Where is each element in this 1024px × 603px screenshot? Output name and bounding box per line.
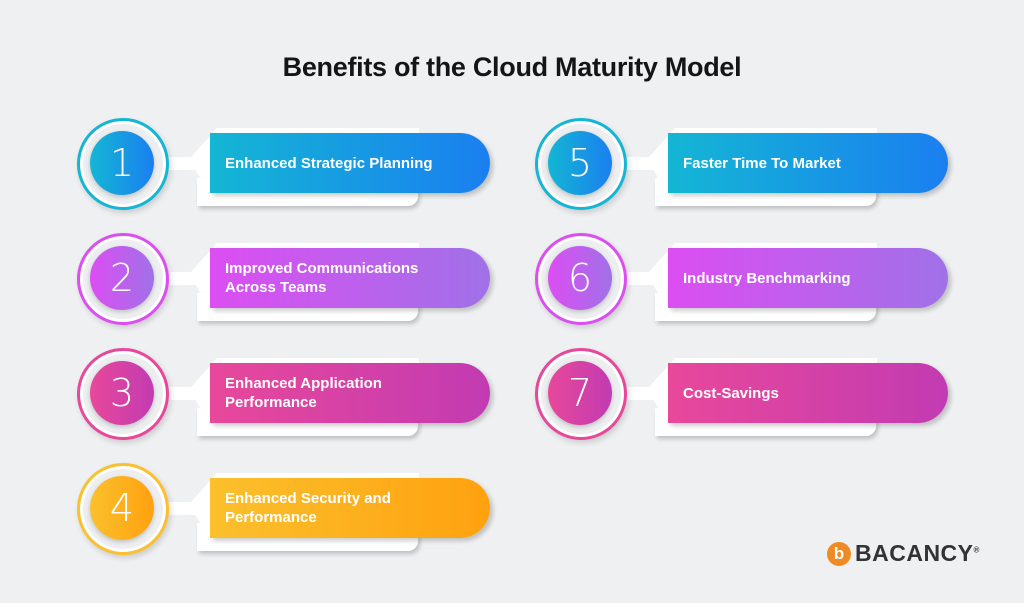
page-title: Benefits of the Cloud Maturity Model bbox=[282, 52, 742, 82]
benefit-item-5: 5 Faster Time To Market bbox=[535, 118, 955, 213]
benefit-item-2: 2 Improved Communications Across Teams bbox=[77, 233, 497, 328]
benefit-label-banner: Enhanced Application Performance bbox=[210, 363, 490, 423]
bacancy-logo-icon: b bbox=[827, 541, 851, 566]
number-badge: 3 bbox=[90, 361, 154, 425]
benefit-item-4: 4 Enhanced Security and Performance bbox=[77, 463, 497, 558]
number-badge: 7 bbox=[548, 361, 612, 425]
number-badge: 2 bbox=[90, 246, 154, 310]
benefit-label: Industry Benchmarking bbox=[683, 269, 851, 287]
number-badge: 6 bbox=[548, 246, 612, 310]
bacancy-logo: b BACANCY® bbox=[827, 540, 980, 567]
brand-name: BACANCY bbox=[855, 540, 974, 566]
number-badge: 4 bbox=[90, 476, 154, 540]
benefit-item-3: 3 Enhanced Application Performance bbox=[77, 348, 497, 443]
benefit-item-1: 1 Enhanced Strategic Planning bbox=[77, 118, 497, 213]
benefit-label-banner: Enhanced Strategic Planning bbox=[210, 133, 490, 193]
benefit-label-banner: Improved Communications Across Teams bbox=[210, 248, 490, 308]
number-badge: 1 bbox=[90, 131, 154, 195]
benefit-label: Improved Communications Across Teams bbox=[225, 260, 419, 296]
benefit-label-banner: Faster Time To Market bbox=[668, 133, 948, 193]
benefit-label: Enhanced Strategic Planning bbox=[225, 154, 433, 172]
benefit-item-7: 7 Cost-Savings bbox=[535, 348, 955, 443]
benefit-label: Cost-Savings bbox=[683, 384, 779, 402]
benefit-label-banner: Cost-Savings bbox=[668, 363, 948, 423]
benefit-label-banner: Industry Benchmarking bbox=[668, 248, 948, 308]
benefit-label: Enhanced Security and Performance bbox=[225, 490, 391, 526]
benefit-label: Faster Time To Market bbox=[683, 154, 841, 172]
number-badge: 5 bbox=[548, 131, 612, 195]
benefit-label: Enhanced Application Performance bbox=[225, 375, 382, 411]
benefit-item-6: 6 Industry Benchmarking bbox=[535, 233, 955, 328]
benefit-label-banner: Enhanced Security and Performance bbox=[210, 478, 490, 538]
